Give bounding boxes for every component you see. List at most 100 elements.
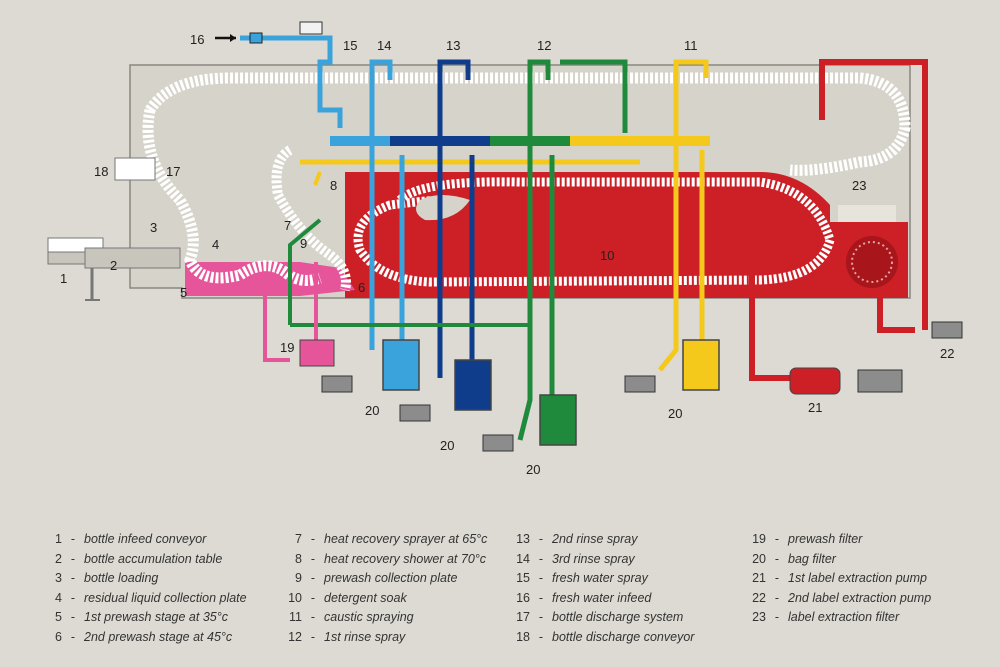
prewash-filter [299, 339, 335, 367]
callout-14: 14 [377, 38, 391, 53]
legend-item: 10-detergent soak [282, 589, 487, 609]
bag-filter-green [539, 394, 577, 446]
legend-text: prewash filter [788, 532, 863, 546]
legend-dash: - [310, 629, 316, 644]
legend-dash: - [310, 610, 316, 624]
legend-text: heat recovery sprayer at 65°c [324, 532, 488, 546]
legend-item: 6-2nd prewash stage at 45°c [42, 628, 247, 648]
callout-1: 1 [60, 271, 67, 286]
legend-text: 2nd prewash stage at 45°c [84, 629, 233, 644]
legend-number: 21 [752, 571, 766, 585]
legend-item: 9-prewash collection plate [282, 569, 487, 589]
bag-filter-navy [454, 359, 492, 411]
bag-filter-yellow [682, 339, 720, 391]
header-light-blue [330, 136, 390, 146]
legend-number: 4 [55, 590, 62, 605]
legend-number: 6 [55, 629, 62, 644]
prewash-basin [185, 262, 355, 296]
legend-dash: - [774, 590, 780, 605]
legend-number: 3 [55, 571, 62, 585]
legend-dash: - [310, 590, 316, 605]
callout-6: 6 [358, 280, 365, 295]
legend-text: bottle accumulation table [84, 551, 223, 566]
legend-number: 12 [288, 629, 302, 644]
legend-text: 2nd label extraction pump [788, 590, 932, 605]
legend-item: 18-bottle discharge conveyor [510, 628, 694, 648]
callout-15: 15 [343, 38, 357, 53]
legend-item: 17-bottle discharge system [510, 608, 694, 628]
legend-dash: - [538, 629, 544, 644]
callout-12: 12 [537, 38, 551, 53]
legend-number: 22 [752, 590, 766, 605]
legend-number: 1 [55, 532, 62, 546]
callout-9: 9 [300, 236, 307, 251]
legend-number: 19 [752, 532, 766, 546]
legend-item: 16-fresh water infeed [510, 589, 694, 609]
fresh-water-infeed-pipe [215, 21, 343, 128]
bag-filter-light-blue [382, 339, 420, 391]
legend-item: 20-bag filter [746, 550, 931, 570]
pipe-3rd-rinse [369, 59, 393, 350]
legend-number: 20 [752, 551, 766, 566]
callout-18: 18 [94, 164, 108, 179]
legend-text: label extraction filter [788, 610, 900, 624]
legend-dash: - [538, 610, 544, 624]
legend-number: 2 [55, 551, 62, 566]
legend-number: 7 [295, 532, 302, 546]
legend-item: 5-1st prewash stage at 35°c [42, 608, 247, 628]
callout-20-b: 20 [440, 438, 454, 453]
callout-16: 16 [190, 32, 204, 47]
legend-dash: - [310, 551, 316, 566]
callout-8: 8 [330, 178, 337, 193]
callout-19: 19 [280, 340, 294, 355]
callout-17: 17 [166, 164, 180, 179]
callout-10: 10 [600, 248, 614, 263]
legend-item: 4-residual liquid collection plate [42, 589, 247, 609]
legend-item: 12-1st rinse spray [282, 628, 487, 648]
pump-motor-light-blue [321, 375, 353, 393]
discharge-conveyor [114, 157, 156, 181]
pipe-1st-rinse [517, 59, 551, 441]
legend-text: fresh water spray [552, 571, 648, 585]
callout-2: 2 [110, 258, 117, 273]
legend-number: 16 [516, 590, 530, 605]
legend-dash: - [70, 629, 76, 644]
legend-dash: - [70, 610, 76, 624]
legend-number: 13 [516, 532, 530, 546]
legend-text: 1st prewash stage at 35°c [84, 610, 228, 624]
legend-text: fresh water infeed [552, 590, 652, 605]
callout-20-a: 20 [365, 403, 379, 418]
legend-item: 2-bottle accumulation table [42, 550, 247, 570]
legend-text: 1st label extraction pump [788, 571, 927, 585]
legend-text: bottle infeed conveyor [84, 532, 207, 546]
legend-text: 3rd rinse spray [552, 551, 635, 566]
callout-11: 11 [684, 38, 698, 53]
legend-text: bottle discharge conveyor [552, 629, 695, 644]
legend-number: 14 [516, 551, 530, 566]
legend-dash: - [774, 532, 780, 546]
legend-dash: - [538, 551, 544, 566]
legend-dash: - [310, 532, 316, 546]
legend-text: bag filter [788, 551, 836, 566]
legend-item: 19-prewash filter [746, 530, 931, 550]
legend-item: 14-3rd rinse spray [510, 550, 694, 570]
legend-text: detergent soak [324, 590, 407, 605]
legend-number: 11 [289, 610, 302, 624]
callout-20-d: 20 [668, 406, 682, 421]
legend-item: 21-1st label extraction pump [746, 569, 931, 589]
legend-text: caustic spraying [324, 610, 414, 624]
legend-dash: - [70, 590, 76, 605]
callout-4: 4 [212, 237, 219, 252]
pump-motor-22 [931, 321, 963, 339]
legend-text: 2nd rinse spray [552, 532, 638, 546]
legend-number: 8 [295, 551, 302, 566]
legend-text: heat recovery shower at 70°c [324, 551, 487, 566]
legend-item: 22-2nd label extraction pump [746, 589, 931, 609]
callout-7: 7 [284, 218, 291, 233]
legend-dash: - [774, 551, 780, 566]
pipe-2nd-rinse [437, 59, 471, 378]
callout-21: 21 [808, 400, 822, 415]
legend-text: residual liquid collection plate [84, 590, 247, 605]
legend-number: 18 [516, 629, 530, 644]
